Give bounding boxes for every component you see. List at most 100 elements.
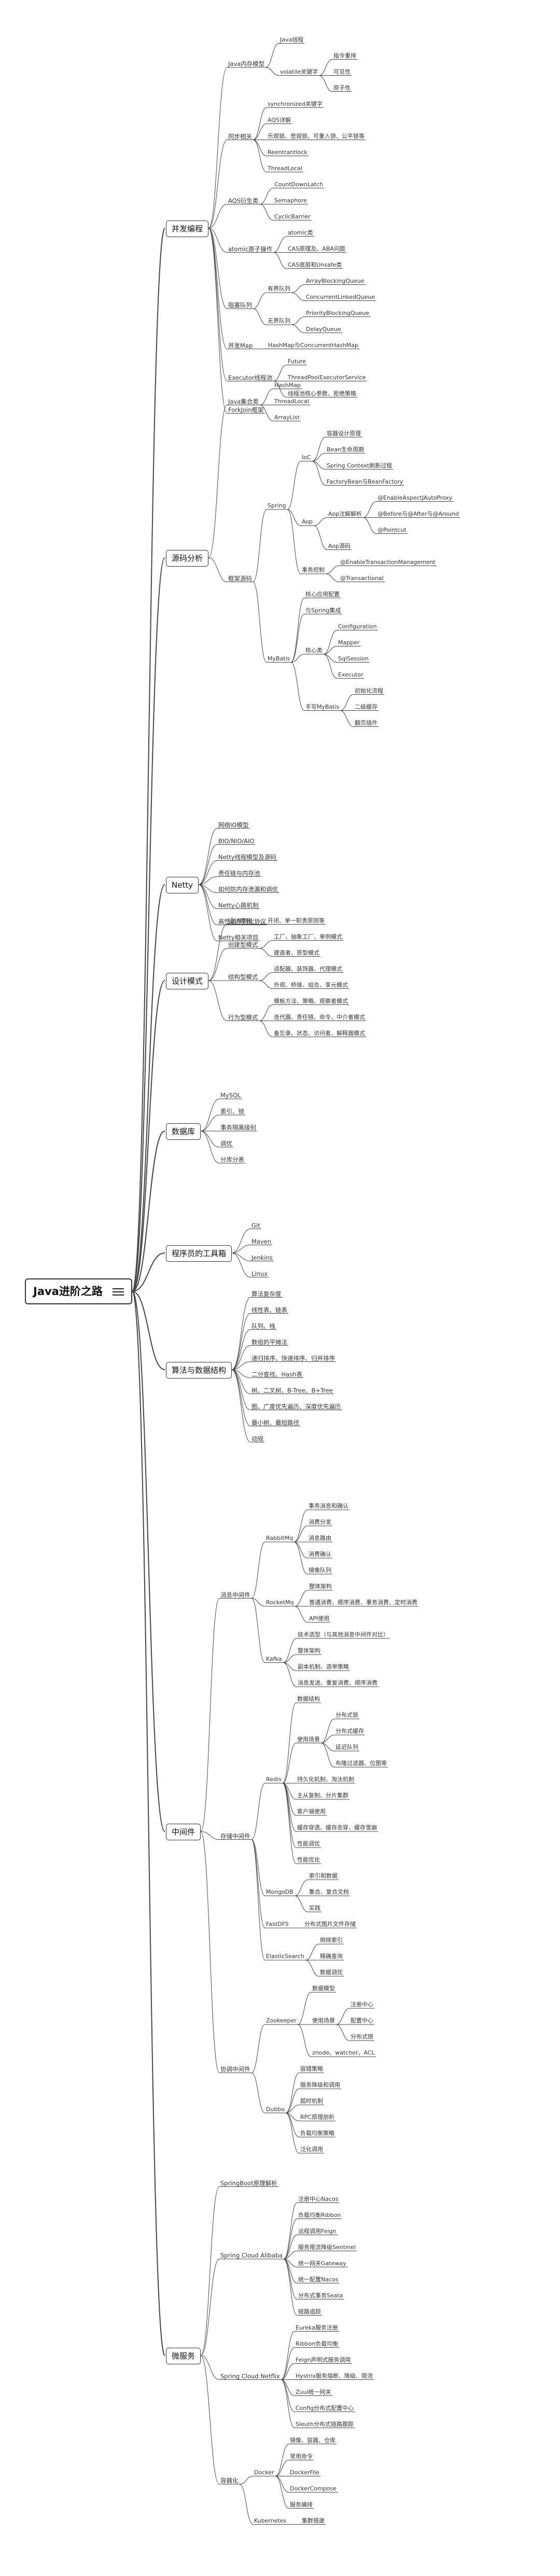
mindmap-node-d3[interactable]: Docker (254, 2469, 274, 2476)
mindmap-node-d3[interactable]: Zookeeper (266, 2017, 297, 2024)
mindmap-node-d2[interactable]: 设计原则 (228, 917, 252, 925)
mindmap-node-d4[interactable]: DelayQueue (306, 325, 341, 333)
mindmap-node-d2[interactable]: Java内存模型 (228, 60, 265, 67)
mindmap-node-d3[interactable]: Kubernetes (254, 2517, 287, 2524)
mindmap-node-d5[interactable]: @Transactional (340, 574, 384, 582)
mindmap-node-d4[interactable]: 核心类 (305, 647, 323, 654)
mindmap-node-d4[interactable]: DockerFile (290, 2469, 319, 2476)
mindmap-node-d4[interactable]: 数据模型 (312, 1985, 335, 1992)
mindmap-node-d2[interactable]: BIO/NIO/AIO (218, 837, 255, 845)
mindmap-node-d4[interactable]: RPC原理剖析 (300, 2114, 334, 2120)
mindmap-node-d2[interactable]: 线性表、链表 (251, 1306, 287, 1314)
mindmap-node-d5[interactable]: 注册中心 (351, 2001, 373, 2008)
mindmap-node-d2[interactable]: 消息中间件 (220, 1591, 250, 1599)
main-topic-node[interactable]: 设计模式 (166, 973, 209, 989)
mindmap-node-d4[interactable]: 实践 (309, 1905, 320, 1911)
mindmap-node-d2[interactable]: atomic原子操作 (228, 245, 273, 253)
mindmap-node-d4[interactable]: znode、watcher、ACL (312, 2049, 375, 2056)
mindmap-node-d4[interactable]: 整体架构 (298, 1647, 320, 1654)
mindmap-node-d3[interactable]: volatile关键字 (280, 68, 318, 75)
mindmap-node-d5[interactable]: Bean生命周期 (327, 446, 365, 453)
mindmap-node-d3[interactable]: Dubbo (266, 2105, 285, 2113)
mindmap-node-d4[interactable]: 分布式图片文件存储 (304, 1921, 356, 1927)
mindmap-node-d3[interactable]: atomic类 (288, 229, 313, 236)
mindmap-node-d3[interactable]: CAS原理及、ABA问题 (288, 245, 345, 252)
mindmap-node-d2[interactable]: 存储中间件 (220, 1832, 250, 1840)
mindmap-node-d4[interactable]: 倒排索引 (320, 1937, 343, 1944)
mindmap-node-d4[interactable]: Aop (302, 518, 313, 525)
mindmap-node-d3[interactable]: 模板方法、策略、观察者模式 (274, 997, 348, 1004)
mindmap-node-d5[interactable]: FactoryBean与BeanFactory (327, 478, 403, 485)
mindmap-node-d5[interactable]: 容器设计原理 (327, 430, 361, 437)
mindmap-node-d4[interactable]: 超时机制 (300, 2098, 323, 2104)
mindmap-node-d4[interactable]: 使用场景 (312, 2017, 335, 2024)
mindmap-node-d3[interactable]: AQS详解 (268, 116, 291, 123)
mindmap-node-d2[interactable]: AQS衍生类 (228, 197, 259, 204)
mindmap-node-d2[interactable]: 同步相关 (228, 132, 252, 140)
mindmap-node-d4[interactable]: 消息路由 (309, 1535, 331, 1541)
mindmap-node-d2[interactable]: 阻塞队列 (228, 301, 252, 309)
mindmap-node-d4[interactable]: 消费确认 (309, 1551, 331, 1558)
mindmap-node-d3[interactable]: Ribbon负载均衡 (296, 2340, 339, 2347)
mindmap-node-d3[interactable]: 统一配置Nacos (298, 2276, 339, 2283)
mindmap-node-d3[interactable]: 迭代器、责任链、命令、中介者模式 (274, 1013, 365, 1021)
mindmap-node-d3[interactable]: 外观、桥接、组合、享元模式 (274, 981, 348, 988)
mindmap-node-d2[interactable]: Netty心跳机制 (218, 901, 259, 909)
mindmap-node-d2[interactable]: 事务隔离级别 (220, 1124, 256, 1131)
mindmap-node-d6[interactable]: @Before与@After与@Around (377, 510, 459, 517)
mindmap-node-d4[interactable]: 缓存穿透、缓存击穿、缓存雪崩 (297, 1824, 377, 1831)
mindmap-node-d4[interactable]: 集群搭建 (302, 2517, 325, 2524)
mindmap-node-d3[interactable]: Kafka (266, 1655, 282, 1662)
main-topic-node[interactable]: 数据库 (166, 1123, 201, 1140)
mindmap-node-d4[interactable]: 精确查询 (320, 1953, 343, 1960)
mindmap-node-d3[interactable]: 无界队列 (268, 318, 290, 324)
mindmap-node-d3[interactable]: 远程调用Feign (298, 2227, 337, 2235)
mindmap-node-d3[interactable]: HashMap (274, 381, 301, 389)
main-topic-node[interactable]: 算法与数据结构 (166, 1362, 232, 1379)
mindmap-node-d3[interactable]: Semaphore (274, 197, 307, 204)
mindmap-node-d2[interactable]: ForkJoin框架 (228, 406, 264, 414)
mindmap-node-d2[interactable]: Maven (251, 1237, 272, 1245)
mindmap-node-d3[interactable]: Zuul统一网关 (296, 2388, 331, 2395)
mindmap-node-d5[interactable]: @EnableTransactionManagement (340, 558, 436, 566)
mindmap-node-d3[interactable]: Sleuth分布式链路跟踪 (296, 2420, 354, 2428)
mindmap-node-d2[interactable]: 树、二叉树、B-Tree、B+Tree (251, 1386, 333, 1394)
mindmap-node-d4[interactable]: 使用场景 (297, 1735, 320, 1743)
mindmap-node-d3[interactable]: MyBatis (268, 655, 290, 662)
mindmap-node-d2[interactable]: Java集合类 (228, 397, 259, 405)
mindmap-node-d2[interactable]: Netty相关项目 (218, 933, 259, 941)
mindmap-node-d2[interactable]: 结构型模式 (228, 973, 258, 981)
mindmap-node-d2[interactable]: 如何防内存泄漏和调优 (218, 885, 278, 893)
mindmap-node-d4[interactable]: 整体架构 (309, 1583, 332, 1590)
mindmap-node-d3[interactable]: 服务限流降级Sentinel (298, 2243, 356, 2251)
mindmap-node-d2[interactable]: 行为型模式 (228, 1013, 258, 1021)
mindmap-node-d4[interactable]: PriorityBlockingQueue (306, 309, 370, 316)
mindmap-node-d2[interactable]: Spring Cloud Netflix (220, 2372, 280, 2380)
mindmap-node-d5[interactable]: Spring Context刷新过程 (327, 462, 393, 469)
mindmap-node-d5[interactable]: 分布式缓存 (335, 1728, 364, 1734)
mindmap-node-d2[interactable]: 二分查找、Hash表 (251, 1370, 302, 1378)
mindmap-node-d4[interactable]: 索引和数据 (309, 1872, 338, 1879)
mindmap-node-d2[interactable]: 递归排序、快速排序、归并排序 (251, 1354, 335, 1362)
mindmap-node-d2[interactable]: 数组的平摊法 (251, 1338, 287, 1346)
mindmap-node-d5[interactable]: 分布式锁 (351, 2033, 373, 2040)
mindmap-node-d3[interactable]: 适配器、装饰器、代理模式 (274, 965, 342, 972)
mindmap-node-d2[interactable]: 动规 (251, 1435, 263, 1442)
main-topic-node[interactable]: Netty (166, 877, 199, 893)
mindmap-node-d4[interactable]: ConcurrentLinkedQueue (306, 293, 375, 300)
mindmap-node-d2[interactable]: 队列、栈 (251, 1322, 275, 1330)
mindmap-node-d2[interactable]: 责任链与内存池 (218, 869, 260, 877)
mindmap-node-d4[interactable]: 客户端使用 (297, 1808, 326, 1815)
mindmap-node-d3[interactable]: 注册中心Nacos (298, 2195, 339, 2202)
mindmap-node-d2[interactable]: 协调中间件 (220, 2065, 250, 2073)
mindmap-node-d4[interactable]: 普通消费、顺序消费、事务消费、定时消费 (309, 1599, 417, 1606)
mindmap-node-d3[interactable]: ThreadPoolExecutorService (288, 374, 366, 381)
mindmap-node-d3[interactable]: ThreadLocal (268, 164, 302, 172)
mindmap-node-d5[interactable]: 二级缓存 (355, 703, 377, 710)
mindmap-node-d3[interactable]: 建造者、原型模式 (274, 949, 319, 956)
mindmap-node-d4[interactable]: 镜像队列 (309, 1567, 331, 1574)
mindmap-node-d5[interactable]: Mapper (338, 639, 360, 646)
mindmap-node-d3[interactable]: CountDownLatch (274, 181, 324, 188)
mindmap-node-d2[interactable]: 框架源码 (228, 574, 252, 582)
mindmap-node-d3[interactable]: Feign声明式服务调用 (296, 2356, 351, 2363)
